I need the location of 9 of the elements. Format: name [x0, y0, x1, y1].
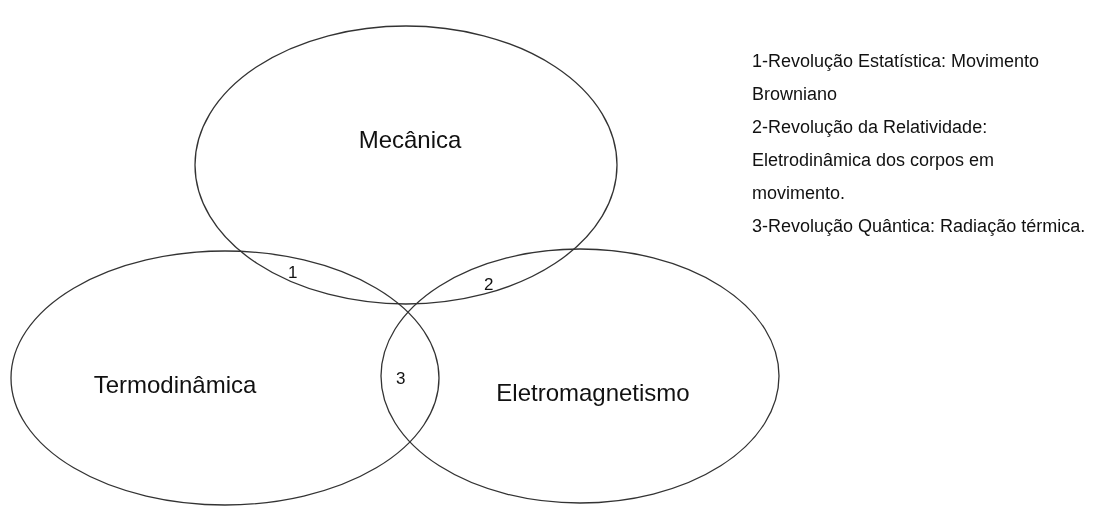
set-label: Termodinâmica — [93, 371, 257, 399]
note-text: 1-Revolução Estatística: Movimento Browniano — [752, 50, 1041, 106]
region-number: 2 — [484, 274, 494, 296]
set-label: Mecânica — [358, 126, 462, 154]
note-text: 2-Revolução da Relatividade: Eletrodinâmica dos corpos em movimento. — [752, 116, 996, 205]
set-label: Eletromagnetismo — [496, 379, 690, 407]
region-number: 3 — [396, 368, 406, 390]
region-number: 1 — [288, 262, 298, 284]
note-text: 3-Revolução Quântica: Radiação térmica. — [752, 215, 1087, 238]
